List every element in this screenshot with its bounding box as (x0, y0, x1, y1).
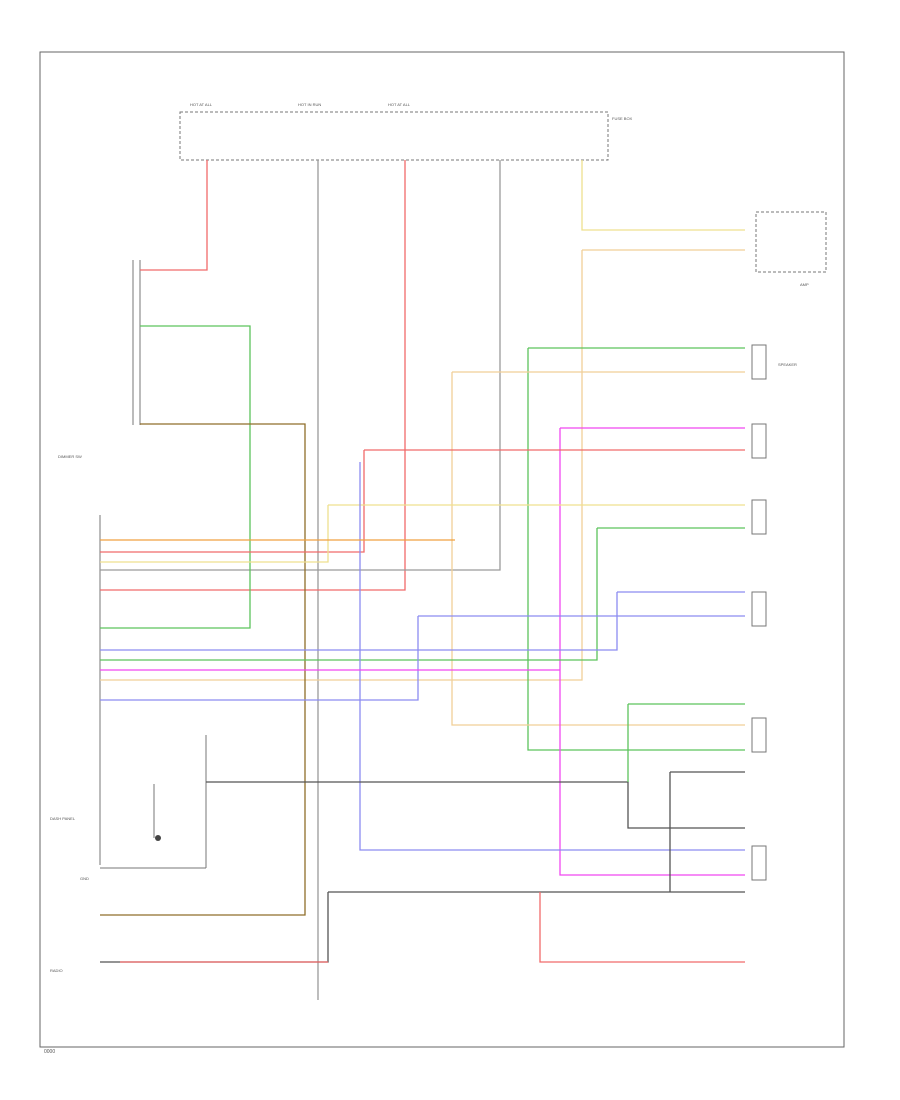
radio-label: RADIO (50, 968, 63, 973)
fuse-label-3: HOT AT ALL (388, 102, 411, 107)
wire-16 (100, 615, 745, 701)
speaker-2 (751, 423, 767, 459)
dimmer-label: DIMMER SW (58, 454, 82, 459)
wire-17 (359, 462, 745, 851)
wire-4 (100, 160, 501, 571)
wire-1 (140, 160, 208, 271)
speaker-label: SPEAKER (778, 362, 797, 367)
speaker-1 (751, 344, 767, 380)
page-id: 0000 (44, 1049, 55, 1055)
amp-label: AMP (800, 282, 809, 287)
ground-label: GND (80, 876, 89, 881)
wire-15 (100, 591, 745, 651)
wire-23 (100, 891, 745, 963)
wire-5 (581, 160, 745, 231)
speaker-5 (751, 717, 767, 753)
fuse-box-label: FUSE BOX (612, 116, 633, 121)
speaker-group: AMP SPEAKER (751, 211, 827, 881)
speaker-3 (751, 499, 767, 535)
wire-group (100, 160, 745, 1000)
wire-24 (539, 892, 745, 963)
wire-7 (100, 325, 251, 629)
fuse-label-2: HOT IN RUN (298, 102, 321, 107)
amp-box (755, 211, 827, 273)
left-connectors: DIMMER SW DASH PANEL RADIO GND (50, 260, 207, 973)
wire-10 (451, 371, 745, 726)
speaker-6 (751, 845, 767, 881)
fuse-box: HOT AT ALL HOT IN RUN HOT AT ALL FUSE BO… (179, 102, 633, 161)
wire-22 (669, 771, 745, 892)
wire-3 (100, 160, 406, 591)
wire-13 (100, 504, 745, 563)
wire-14 (100, 527, 745, 661)
speaker-4 (751, 591, 767, 627)
diagram-border (39, 51, 845, 1048)
ground-dot (155, 835, 161, 841)
wire-21 (627, 703, 745, 782)
wire-6 (100, 249, 745, 681)
wire-20 (206, 781, 745, 829)
fuse-label-1: HOT AT ALL (190, 102, 213, 107)
dash-label: DASH PANEL (50, 816, 76, 821)
wire-9 (527, 347, 745, 751)
wire-12 (100, 449, 745, 553)
wire-11 (559, 427, 745, 876)
